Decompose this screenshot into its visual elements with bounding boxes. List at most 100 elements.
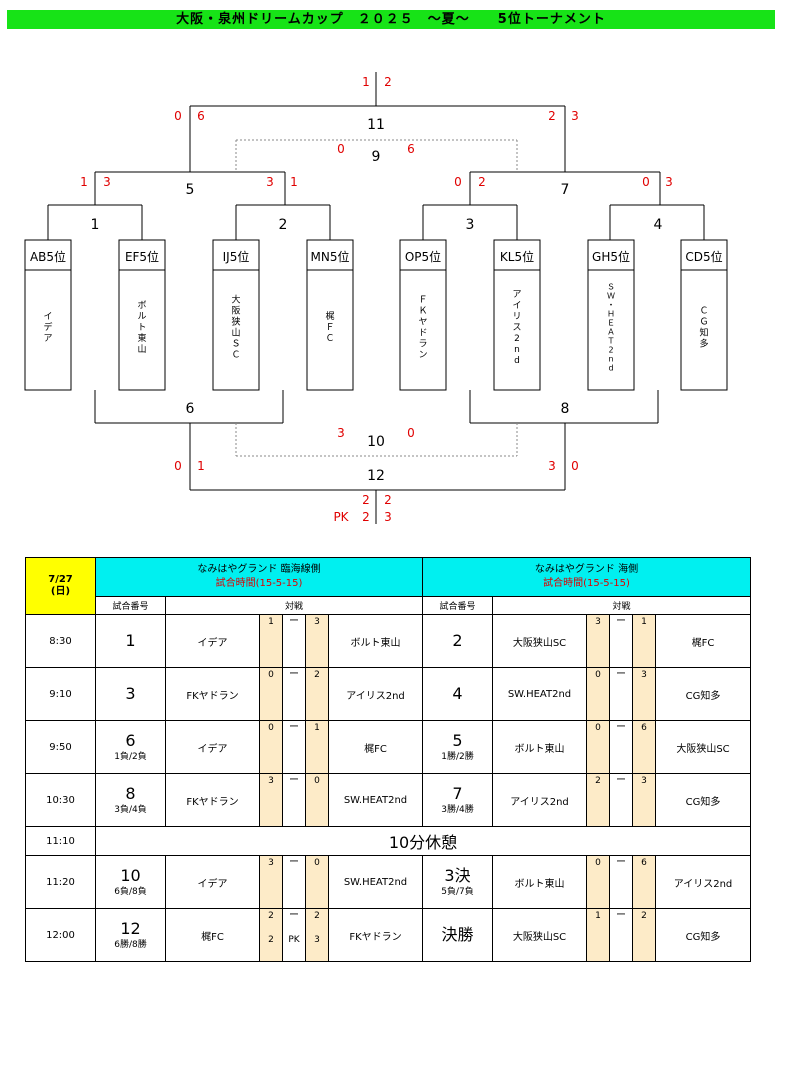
match-4-number: 4 [654,217,663,233]
slot-team: 大阪狭山ＳＣ [231,294,240,361]
home-team: イデア [165,614,260,668]
away-team: SW.HEAT2nd [328,855,423,909]
away-score: 2 [632,908,656,962]
away-team: ボルト東山 [328,614,423,668]
col-vs: 対戦 [492,596,751,615]
col-match-no: 試合番号 [95,596,166,615]
break-label: 10分休憩 [95,826,751,856]
away-score: 2 [305,667,329,721]
match-3-number: 3 [466,217,475,233]
slot-label: KL5位 [500,249,534,264]
home-team: 梶FC [165,908,260,962]
home-score: 1 [586,908,610,962]
home-pk: 2 [268,935,274,945]
home-score: 0 [586,667,610,721]
home-score: 3 [586,614,610,668]
away-team: CG知多 [655,908,751,962]
score: 0 [407,426,415,440]
time-cell: 10:30 [25,773,96,827]
score: 3 [665,175,673,189]
venue-right: なみはやグランド 海側 試合時間(15-5-15) [422,557,751,597]
score: 3 [548,459,556,473]
match-6-number: 6 [186,401,195,417]
away-score: 6 [632,720,656,774]
slot-team-box [680,269,728,391]
match-12-number: 12 [367,468,385,484]
home-team: イデア [165,720,260,774]
away-score: 1 [632,614,656,668]
score: 1 [80,175,88,189]
home-team: 大阪狭山SC [492,614,587,668]
home-score: 2 [586,773,610,827]
slot-team: ＣＧ知多 [699,307,708,350]
away-score: 1 [305,720,329,774]
away-team: SW.HEAT2nd [328,773,423,827]
score: 0 [571,459,579,473]
match-1-number: 1 [91,217,100,233]
match-2-number: 2 [279,217,288,233]
dash: ー [609,614,633,668]
home-team: ボルト東山 [492,855,587,909]
slot-team-box [399,269,447,391]
match-no: 4 [422,667,493,721]
away-team: 梶FC [655,614,751,668]
away-team: CG知多 [655,773,751,827]
away-score: 0 [305,773,329,827]
match-9-number: 9 [372,149,381,165]
slot-label: IJ5位 [223,249,250,264]
home-score: 3 [259,855,283,909]
dash: ー [609,908,633,962]
dash: ー [609,855,633,909]
slot-team-box [212,269,260,391]
time-cell: 8:30 [25,614,96,668]
slot-label: AB5位 [30,249,66,264]
slot-team: ＦＫヤドラン [418,296,427,361]
pk-label: PK [288,935,300,945]
dash: ー [609,667,633,721]
time-cell: 9:10 [25,667,96,721]
home-score: 1 [259,614,283,668]
dash: ー [609,720,633,774]
match-5-number: 5 [186,182,195,198]
score: 3 [103,175,111,189]
slot-team: 梶ＦＣ [325,310,334,344]
venue-left: なみはやグランド 臨海線側 試合時間(15-5-15) [95,557,423,597]
slot-team-box [118,269,166,391]
score: 3 [266,175,274,189]
match-no: 2 [422,614,493,668]
slot-team-box [587,269,635,391]
home-score: 0 [586,855,610,909]
slot-label: GH5位 [592,249,630,264]
match-10-number: 10 [367,434,385,450]
away-score: 6 [632,855,656,909]
score: 1 [290,175,298,189]
home-team: アイリス2nd [492,773,587,827]
schedule-table: 7/27 (日) なみはやグランド 臨海線側 試合時間(15-5-15) なみは… [25,557,751,962]
slot-label: OP5位 [405,249,441,264]
match-8-number: 8 [561,401,570,417]
score: 0 [337,142,345,156]
dash: ー [282,773,306,827]
match-no: 決勝 [422,908,493,962]
away-team: FKヤドラン [328,908,423,962]
score: 1 [197,459,205,473]
slot-team: ボルト東山 [137,300,146,355]
away-score: 0 [305,855,329,909]
dash: ー [282,614,306,668]
slot-team-box [24,269,72,391]
home-team: FKヤドラン [165,773,260,827]
away-pk: 3 [314,935,320,945]
pk-label: PK [333,510,349,524]
time-cell: 9:50 [25,720,96,774]
score: 2 [478,175,486,189]
